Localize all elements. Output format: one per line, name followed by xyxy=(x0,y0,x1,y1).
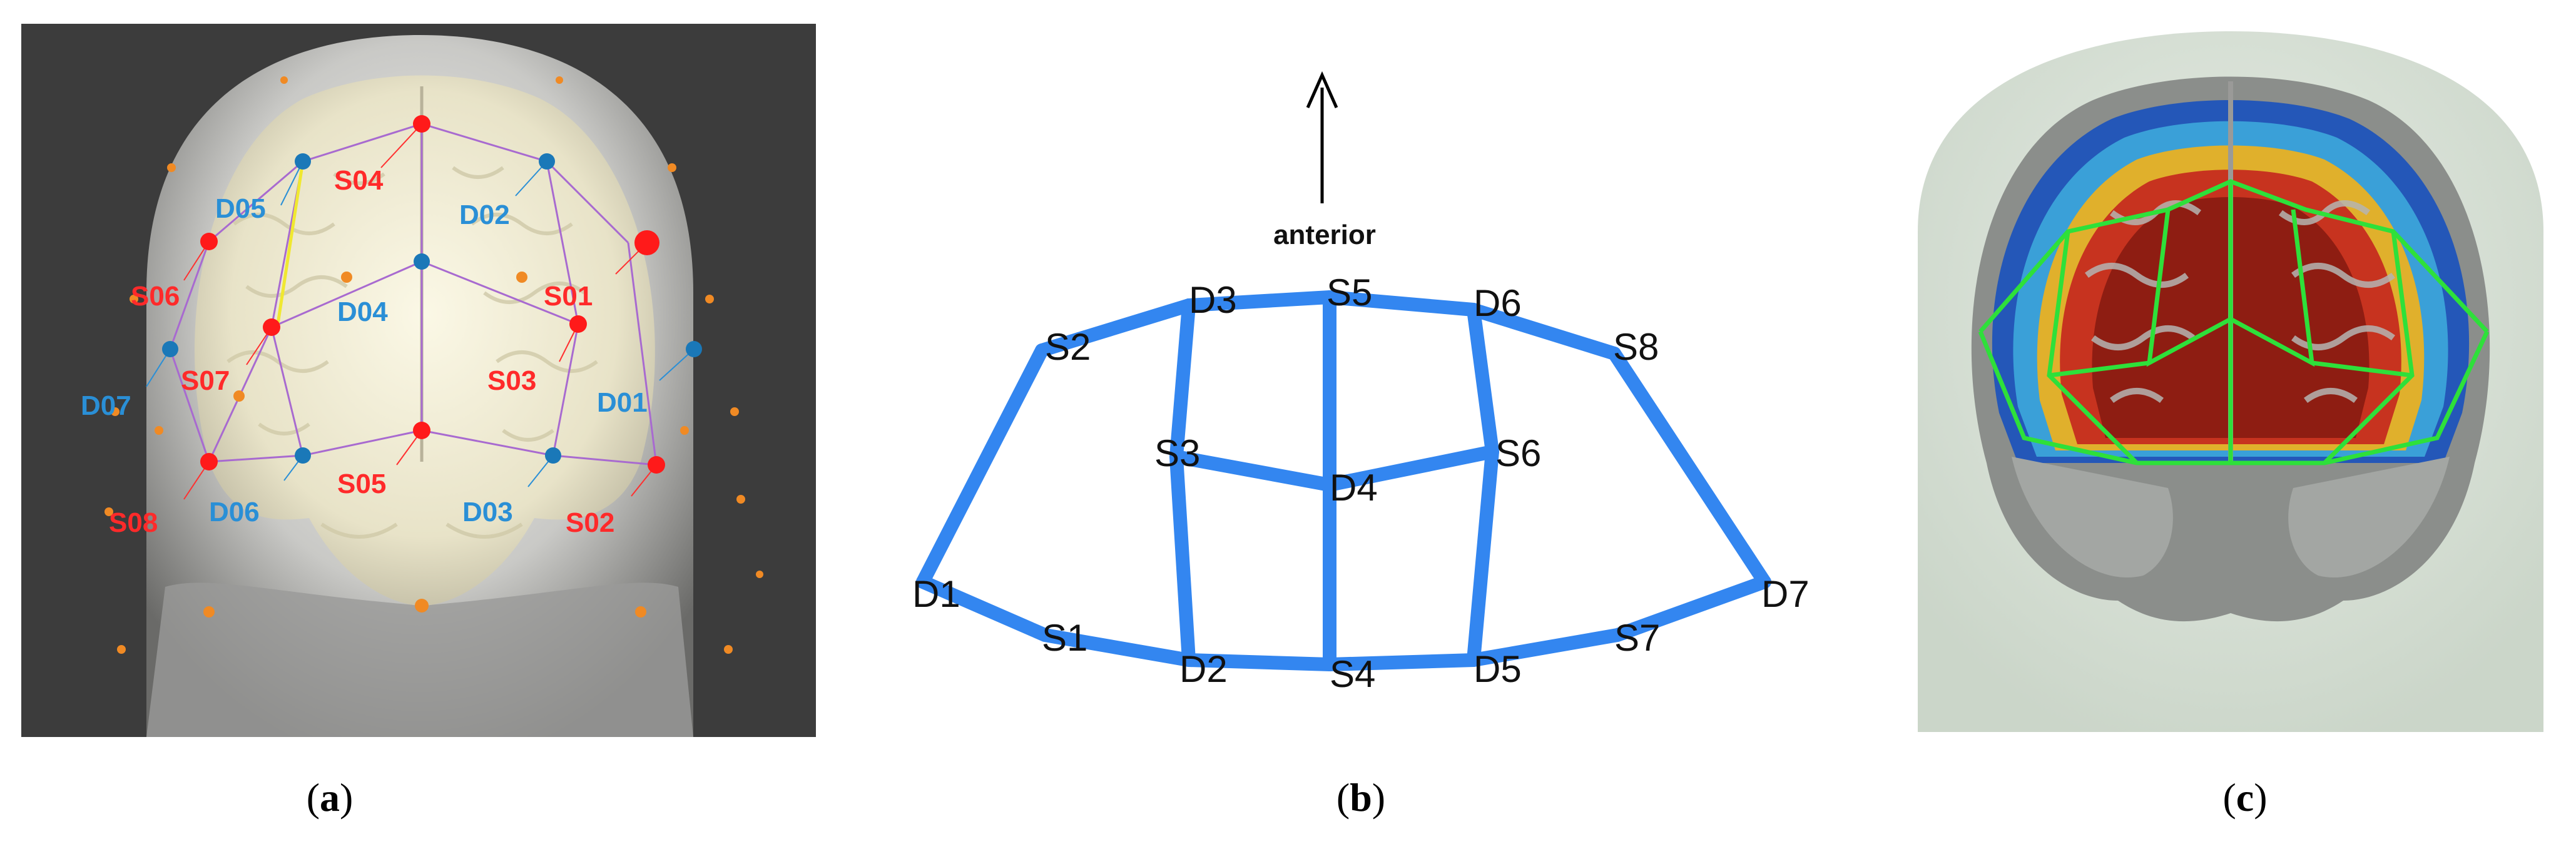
activation-map-panel xyxy=(1905,25,2556,732)
temporal-right xyxy=(2288,457,2450,578)
head-model-figure: S04 D05 D02 S06 D04 S01 S07 S03 D01 D07 … xyxy=(21,24,816,737)
node-s5: S5 xyxy=(1326,272,1372,313)
detector-d07 xyxy=(162,341,178,357)
node-s3: S3 xyxy=(1154,432,1200,474)
arrow-head-icon xyxy=(1306,71,1338,109)
source-s01 xyxy=(634,230,659,255)
detector-d02 xyxy=(539,153,555,170)
node-d5: D5 xyxy=(1474,648,1522,690)
node-d7: D7 xyxy=(1761,573,1810,615)
channel-layout-diagram: anterior D1 S2 D3 S5 D6 S8 S3 D4 S6 D7 S… xyxy=(912,71,1810,695)
caption-c: (c) xyxy=(2222,775,2268,820)
label-s07: S07 xyxy=(181,365,230,396)
activation-map-figure xyxy=(1918,31,2543,732)
source-optodes xyxy=(200,115,665,474)
label-s03: S03 xyxy=(487,365,536,396)
head-model-panel: S04 D05 D02 S06 D04 S01 S07 S03 D01 D07 … xyxy=(21,24,816,737)
label-d06: D06 xyxy=(209,497,260,527)
node-s2: S2 xyxy=(1045,326,1091,368)
source-s03 xyxy=(569,315,587,333)
green-channels xyxy=(1978,179,2490,465)
node-s8: S8 xyxy=(1613,326,1659,368)
channel-layout-panel: anterior D1 S2 D3 S5 D6 S8 S3 D4 S6 D7 S… xyxy=(888,63,1840,701)
label-s02: S02 xyxy=(566,507,614,538)
source-s08 xyxy=(200,453,218,470)
arrow-label: anterior xyxy=(1273,220,1376,250)
detector-d06 xyxy=(295,447,311,464)
detector-optodes xyxy=(162,153,702,464)
channel-edges xyxy=(916,290,1771,671)
source-s06 xyxy=(200,233,218,250)
neck-shadow xyxy=(146,582,693,737)
temporal-left xyxy=(2012,457,2173,578)
detector-d05 xyxy=(295,153,311,170)
label-s04: S04 xyxy=(334,165,384,196)
detector-d01 xyxy=(686,341,702,357)
source-s02 xyxy=(648,456,665,474)
label-s08: S08 xyxy=(109,507,158,538)
label-s06: S06 xyxy=(131,281,180,312)
label-d07: D07 xyxy=(81,390,131,421)
caption-a: (a) xyxy=(306,775,354,820)
label-d02: D02 xyxy=(459,200,510,230)
extra-optodes xyxy=(104,76,763,654)
node-s1: S1 xyxy=(1042,617,1087,659)
node-d6: D6 xyxy=(1474,282,1522,324)
highlight-link xyxy=(276,161,305,325)
label-s01: S01 xyxy=(544,281,593,312)
node-s4: S4 xyxy=(1330,653,1375,695)
node-d1: D1 xyxy=(912,573,960,615)
source-s07 xyxy=(263,318,280,336)
detector-d03 xyxy=(545,447,561,464)
node-d4: D4 xyxy=(1330,467,1378,509)
caption-b: (b) xyxy=(1336,775,1386,820)
label-s05: S05 xyxy=(337,469,386,499)
label-d04: D04 xyxy=(337,297,388,327)
node-d2: D2 xyxy=(1179,648,1228,690)
label-d01: D01 xyxy=(597,387,648,418)
detector-d04 xyxy=(414,253,430,270)
source-s04 xyxy=(413,115,430,133)
source-s05 xyxy=(413,422,430,439)
node-d3: D3 xyxy=(1189,279,1237,321)
label-d05: D05 xyxy=(215,193,266,224)
brain-surface xyxy=(195,75,655,606)
node-s7: S7 xyxy=(1614,617,1660,659)
label-d03: D03 xyxy=(462,497,513,527)
brain-gyri xyxy=(227,166,598,539)
node-s6: S6 xyxy=(1495,432,1541,474)
